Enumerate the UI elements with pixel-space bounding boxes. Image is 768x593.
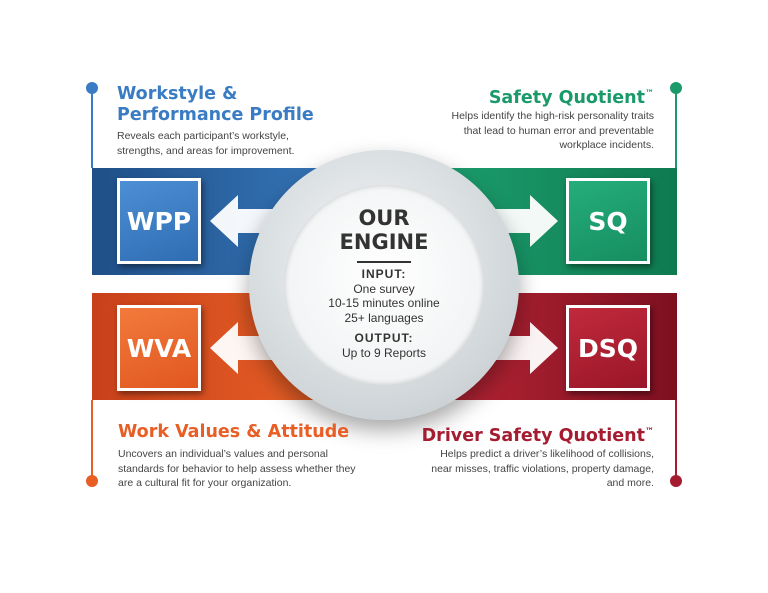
desc-line: near misses, traffic violations, propert…	[431, 462, 654, 475]
dsq-abbr: DSQ	[577, 333, 638, 363]
dsq-connector-dot	[670, 475, 682, 487]
engine-divider	[357, 261, 411, 263]
desc-line: strengths, and areas for improvement.	[117, 144, 295, 157]
desc-line: Helps predict a driver’s likelihood of c…	[440, 448, 654, 460]
desc-line: workplace incidents.	[559, 139, 654, 151]
desc-line: Helps identify the high-risk personality…	[451, 110, 654, 122]
output-label: OUTPUT:	[354, 331, 414, 345]
desc-line: Reveals each participant’s workstyle,	[117, 130, 289, 142]
engine-inner-disc	[284, 185, 484, 385]
input-line: 25+ languages	[344, 310, 424, 325]
arrow-left-bottom-icon	[210, 322, 280, 374]
arrow-right-bottom-icon	[488, 322, 558, 374]
input-line: 10-15 minutes online	[328, 296, 440, 310]
sq-description: Helps identify the high-risk personality…	[451, 109, 654, 153]
engine-input: INPUT: One survey 10-15 minutes online 2…	[284, 267, 484, 360]
dsq-box: DSQ	[566, 305, 650, 391]
wva-description: Uncovers an individual’s values and pers…	[118, 447, 356, 491]
wva-abbr: WVA	[126, 333, 192, 363]
trademark: ™	[645, 427, 654, 437]
wpp-connector-dot	[86, 82, 98, 94]
sq-connector-line	[675, 88, 677, 168]
wva-connector-dot	[86, 475, 98, 487]
desc-line: Uncovers an individual’s values and pers…	[118, 448, 328, 460]
trademark: ™	[645, 89, 654, 99]
sq-abbr: SQ	[588, 206, 628, 236]
wpp-title-line2: Performance Profile	[117, 105, 314, 125]
wpp-title-line1: Workstyle &	[117, 84, 238, 104]
wva-title-text: Work Values & Attitude	[118, 422, 350, 442]
wpp-box: WPP	[117, 178, 201, 264]
wpp-connector-line	[91, 88, 93, 168]
dsq-connector-line	[675, 400, 677, 480]
wpp-description: Reveals each participant’s workstyle, st…	[117, 129, 294, 158]
wpp-abbr: WPP	[126, 206, 192, 236]
wva-connector-line	[91, 400, 93, 480]
desc-line: standards for behavior to help assess wh…	[118, 462, 356, 475]
engine-title-line1: OUR	[358, 206, 410, 230]
dsq-description: Helps predict a driver’s likelihood of c…	[431, 447, 654, 491]
wpp-title: Workstyle & Performance Profile	[117, 84, 314, 126]
engine-title: OUR ENGINE	[284, 206, 484, 254]
sq-box: SQ	[566, 178, 650, 264]
arrow-left-top-icon	[210, 195, 280, 247]
desc-line: that lead to human error and preventable	[463, 124, 654, 137]
wva-title: Work Values & Attitude	[118, 422, 349, 443]
dsq-title-text: Driver Safety Quotient	[421, 425, 645, 446]
sq-connector-dot	[670, 82, 682, 94]
sq-title-text: Safety Quotient	[488, 87, 645, 108]
desc-line: are a cultural fit for your organization…	[118, 477, 292, 489]
input-line: One survey	[353, 281, 415, 296]
input-label: INPUT:	[361, 267, 407, 281]
engine-title-line2: ENGINE	[339, 230, 429, 254]
desc-line: and more.	[606, 477, 654, 489]
output-value: Up to 9 Reports	[341, 345, 427, 360]
arrow-right-top-icon	[488, 195, 558, 247]
dsq-title: Driver Safety Quotient™	[422, 422, 654, 447]
sq-title: Safety Quotient™	[489, 84, 654, 109]
wva-box: WVA	[117, 305, 201, 391]
